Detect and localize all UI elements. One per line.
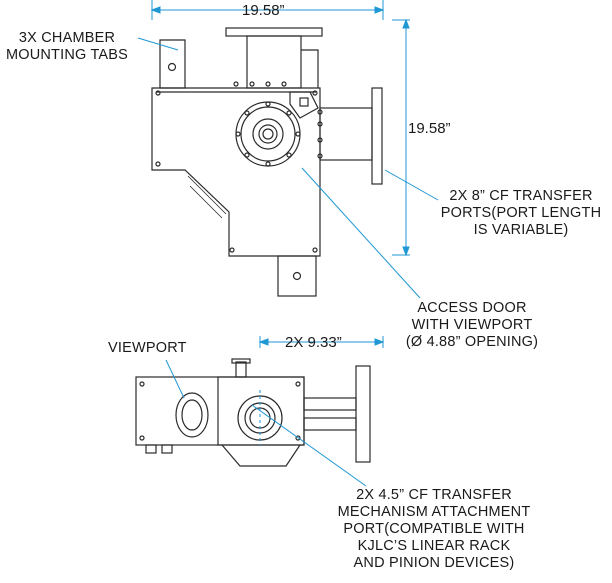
cf8-ports-callout: 2X 8” CF TRANSFER PORTS(PORT LENGTH IS V… [432, 188, 610, 239]
callout-line: 2X 8” CF TRANSFER [449, 188, 593, 204]
callout-line: 2X 4.5” CF TRANSFER [356, 487, 512, 503]
side-chamber-body [135, 376, 305, 446]
callout-line: (Ø 4.88” OPENING) [405, 334, 539, 350]
side-view-drawing [135, 358, 371, 467]
mounting-tabs-callout: 3X CHAMBER MOUNTING TABS [4, 30, 130, 64]
access-door-callout: ACCESS DOOR WITH VIEWPORT (Ø 4.88” OPENI… [382, 300, 562, 351]
cf45-port-callout: 2X 4.5” CF TRANSFER MECHANISM ATTACHMENT… [334, 487, 534, 572]
side-view-flange [355, 365, 371, 463]
side-port-tube [319, 107, 373, 161]
callout-line: WITH VIEWPORT [411, 317, 533, 333]
callout-line: KJLC’S LINEAR RACK [357, 538, 511, 554]
port-spacing-dimension: 2X 9.33” [285, 334, 342, 351]
callout-line: IS VARIABLE) [473, 222, 569, 238]
top-width-dimension: 19.58” [242, 2, 285, 19]
side-height-dimension: 19.58” [408, 120, 451, 137]
viewport [175, 392, 209, 438]
callout-line: ACCESS DOOR [417, 300, 527, 316]
callout-line: AND PINION DEVICES) [353, 555, 515, 571]
mounting-tab-bottom [277, 255, 317, 297]
callout-line: MECHANISM ATTACHMENT [337, 504, 531, 520]
chamber-body [151, 87, 321, 257]
callout-line: MOUNTING TABS [5, 47, 129, 63]
callout-line: PORT(COMPATIBLE WITH [343, 521, 525, 537]
side-port-flange [371, 87, 383, 185]
callout-line: 3X CHAMBER [18, 30, 116, 46]
top-port-tube [246, 35, 302, 89]
callout-line: PORTS(PORT LENGTH [440, 205, 602, 221]
viewport-callout: VIEWPORT [108, 340, 187, 356]
top-port-flange [225, 27, 323, 37]
